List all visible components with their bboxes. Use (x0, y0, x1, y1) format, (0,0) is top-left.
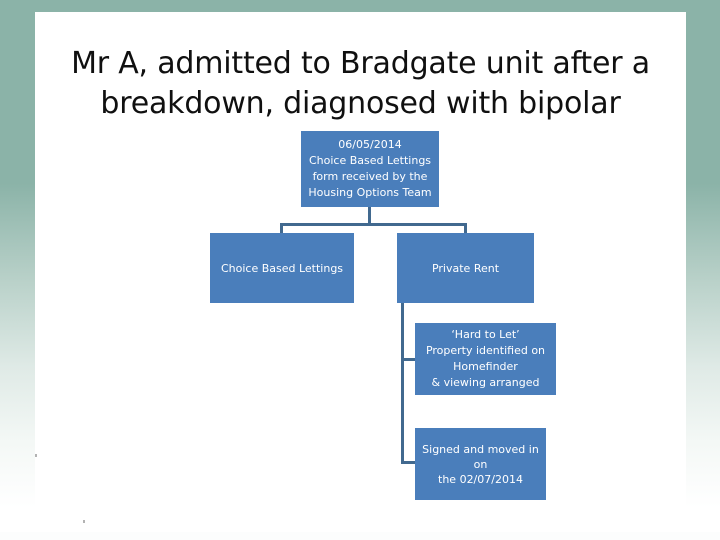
flowchart-node-private-rent[interactable]: Private Rent (397, 233, 534, 303)
slide-title: Mr A, admitted to Bradgate unit after a … (71, 46, 650, 121)
slide-frame-bottom-band (0, 532, 720, 540)
node-line: Homefinder (453, 360, 518, 373)
connector-right-spine (401, 303, 404, 464)
flowchart-node-cbl-form[interactable]: 06/05/2014 Choice Based Lettings form re… (301, 131, 439, 207)
connector-top-stem (368, 207, 371, 225)
slide-canvas: Mr A, admitted to Bradgate unit after a … (35, 12, 686, 532)
node-line: Signed and moved in on (422, 442, 539, 471)
node-line: Choice Based Lettings (220, 261, 344, 275)
scan-speck (83, 520, 85, 523)
node-line: 06/05/2014 (338, 138, 402, 151)
scan-speck (35, 454, 37, 457)
node-line: ‘Hard to Let’ (451, 328, 520, 341)
node-line: Private Rent (431, 261, 500, 275)
node-line: & viewing arranged (431, 376, 540, 389)
slide-frame-right-band (686, 0, 720, 540)
node-line: Housing Options Team (308, 186, 432, 199)
slide-frame-top-band (0, 0, 720, 12)
node-line: form received by the (312, 170, 428, 183)
flowchart: 06/05/2014 Choice Based Lettings form re… (35, 12, 686, 532)
node-line: Property identified on (425, 344, 546, 357)
flowchart-node-hard-to-let[interactable]: ‘Hard to Let’ Property identified on Hom… (415, 323, 556, 395)
node-line: Choice Based Lettings (308, 154, 432, 167)
flowchart-node-choice-based-lettings[interactable]: Choice Based Lettings (210, 233, 354, 303)
flowchart-node-signed-moved-in[interactable]: Signed and moved in on the 02/07/2014 (415, 428, 546, 500)
node-line: the 02/07/2014 (438, 472, 523, 486)
slide-frame-left-band (0, 0, 35, 540)
connector-branch-bus (280, 223, 467, 226)
